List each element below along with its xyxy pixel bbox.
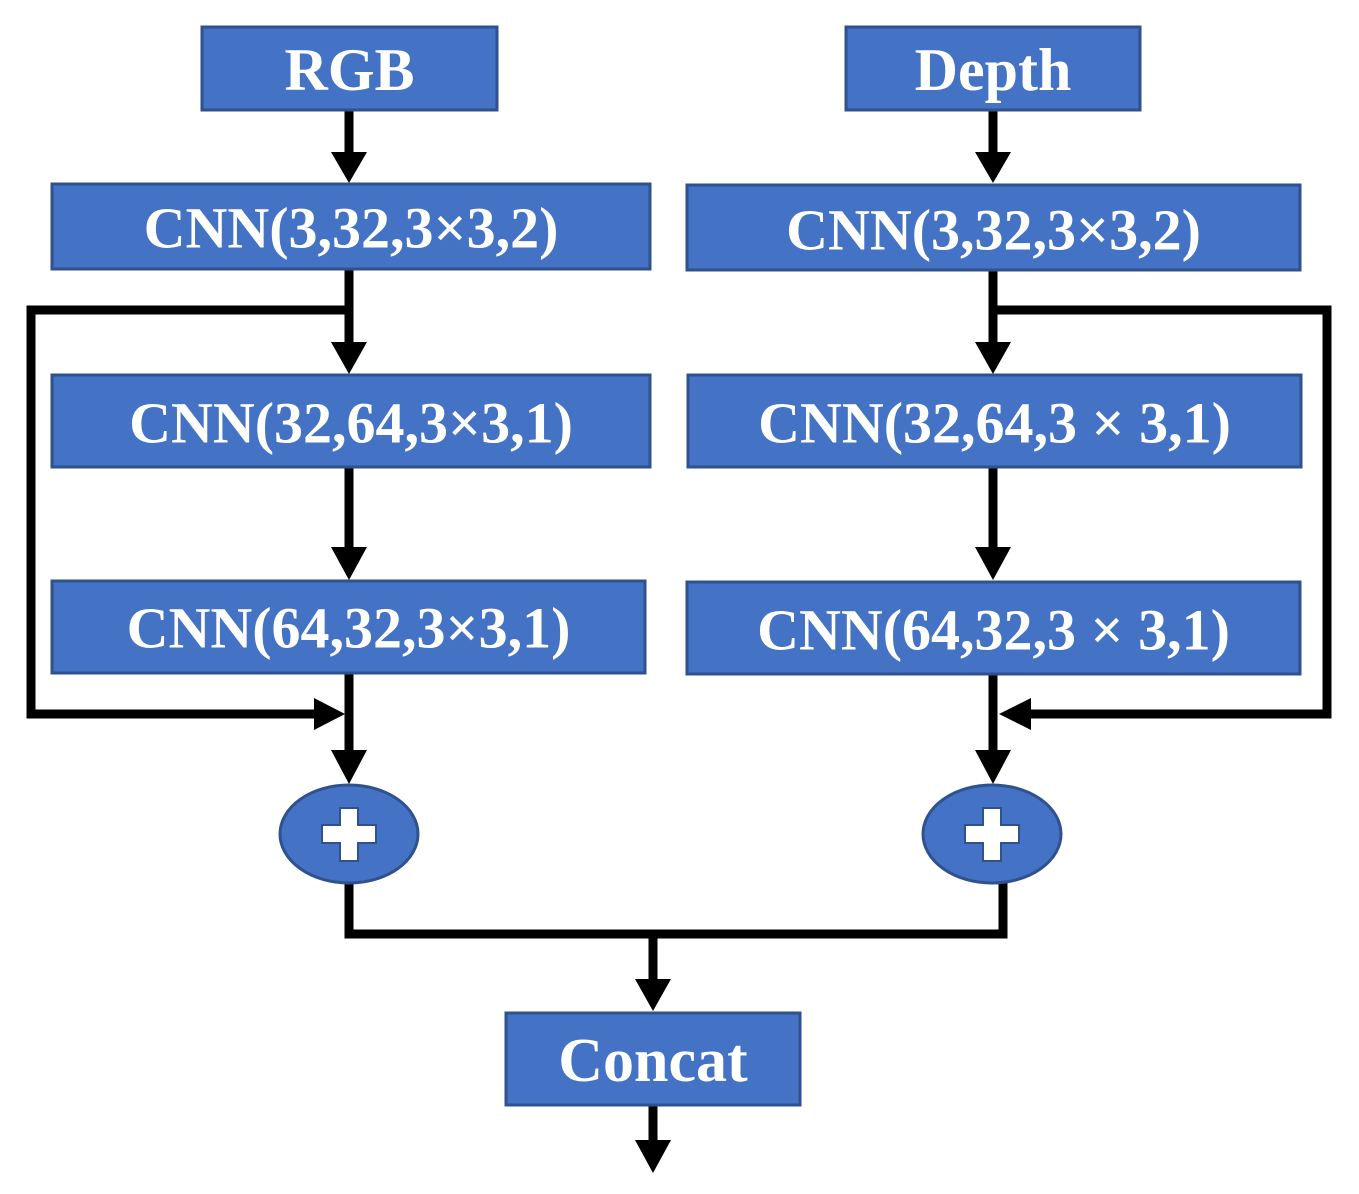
skip-connection-depth	[993, 305, 1332, 719]
depth-conv3-box: CNN(64,32,3 × 3,1)	[685, 580, 1302, 676]
depth-branch: Depth CNN(3,32,3×3,2) CNN(32,64,3 × 3,1)…	[685, 25, 1303, 885]
rgb-conv2-box: CNN(32,64,3×3,1)	[50, 373, 652, 469]
rgb-conv1-box: CNN(3,32,3×3,2)	[50, 182, 652, 271]
arrowhead-rgb-conv1	[331, 152, 367, 183]
concat-box: Concat	[504, 1011, 802, 1107]
depth-conv3-label: CNN(64,32,3 × 3,1)	[757, 598, 1230, 663]
rgb-sum-node	[278, 783, 420, 885]
plus-icon	[964, 807, 1020, 862]
rgb-branch: RGB CNN(3,32,3×3,2) CNN(32,64,3×3,1) CNN…	[50, 25, 652, 885]
depth-conv1-label: CNN(3,32,3×3,2)	[786, 198, 1201, 263]
arrowhead-rgb-skip	[314, 698, 345, 730]
depth-input-label: Depth	[915, 37, 1072, 103]
depth-sum-node	[921, 783, 1063, 885]
arrowhead-depth-conv1	[975, 152, 1011, 183]
rgb-conv1-label: CNN(3,32,3×3,2)	[144, 196, 559, 261]
merge-connector	[344, 882, 1008, 939]
rgb-input-box: RGB	[200, 25, 499, 112]
rgb-input-label: RGB	[284, 37, 414, 103]
rgb-conv3-label: CNN(64,32,3×3,1)	[127, 596, 571, 661]
plus-icon	[321, 807, 377, 862]
arrowhead-rgb-conv2	[331, 342, 367, 374]
arrowhead-depth-sum	[975, 750, 1011, 784]
arrowhead-depth-conv2	[975, 342, 1011, 374]
concat-label: Concat	[558, 1027, 748, 1095]
arrowhead-rgb-sum	[331, 750, 367, 784]
rgb-conv3-box: CNN(64,32,3×3,1)	[50, 579, 647, 675]
depth-conv2-box: CNN(32,64,3 × 3,1)	[686, 373, 1303, 469]
depth-conv1-box: CNN(3,32,3×3,2)	[685, 183, 1302, 272]
depth-input-box: Depth	[844, 25, 1142, 112]
connectors	[26, 110, 1332, 1173]
arrowhead-depth-skip	[999, 698, 1031, 730]
skip-connection-rgb	[26, 305, 349, 719]
arrowhead-output	[635, 1140, 671, 1173]
arrowhead-rgb-conv3	[331, 547, 367, 580]
depth-conv2-label: CNN(32,64,3 × 3,1)	[758, 391, 1231, 456]
arrowhead-concat	[635, 979, 671, 1011]
arrowhead-depth-conv3	[975, 547, 1011, 580]
rgb-conv2-label: CNN(32,64,3×3,1)	[129, 391, 573, 456]
